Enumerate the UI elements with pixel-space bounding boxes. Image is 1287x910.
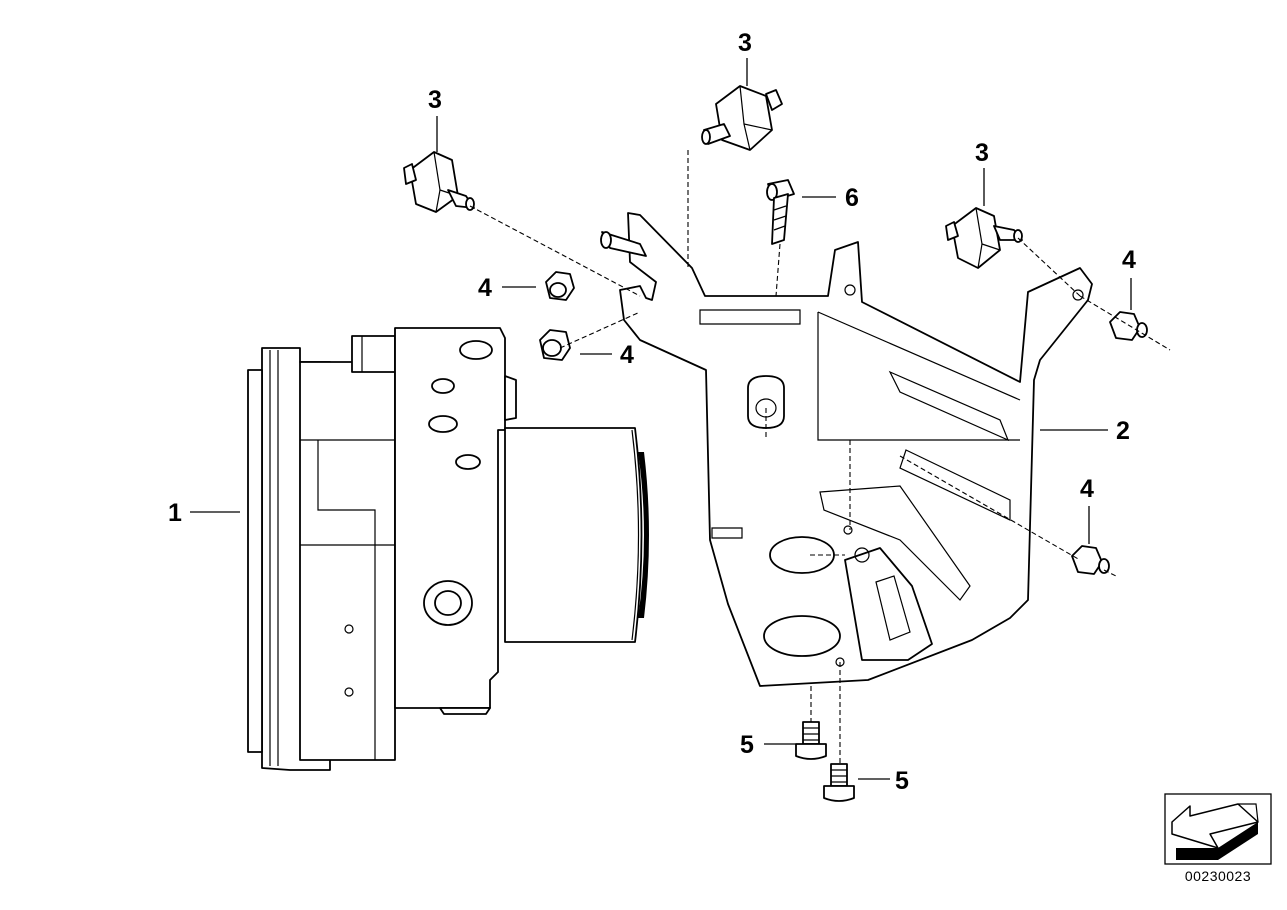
bolt <box>766 179 795 245</box>
rubber-mount-top <box>701 85 783 151</box>
rubber-mount-left <box>403 151 475 213</box>
callout-labels: 1 2 3 3 3 4 4 4 4 5 5 6 <box>168 29 1136 795</box>
screw-right <box>823 763 855 802</box>
diagram-number: 00230023 <box>1184 868 1252 884</box>
callout-3-right: 3 <box>975 139 989 167</box>
rubber-mount-right <box>945 207 1023 269</box>
nut-right-upper <box>1109 311 1148 341</box>
callout-1: 1 <box>168 499 182 527</box>
leader-lines <box>190 58 1132 780</box>
nut-right-lower <box>1071 545 1110 575</box>
callout-2: 2 <box>1116 417 1130 445</box>
callout-3-left: 3 <box>428 86 442 114</box>
callout-5-left: 5 <box>740 731 754 759</box>
callout-5-right: 5 <box>895 767 909 795</box>
nut-lower-left <box>539 329 571 361</box>
screw-left <box>795 721 827 760</box>
callout-4-right-upper: 4 <box>1122 246 1136 274</box>
callout-4-lower-left: 4 <box>620 341 634 369</box>
orientation-arrow-icon <box>1164 793 1272 865</box>
nut-upper-left <box>545 271 575 301</box>
assembly-lines <box>469 150 1171 764</box>
callout-4-right-lower: 4 <box>1080 475 1094 503</box>
callout-3-top: 3 <box>738 29 752 57</box>
callout-4-upper-left: 4 <box>478 274 492 302</box>
mounting-bracket <box>600 212 1093 687</box>
callout-6: 6 <box>845 184 859 212</box>
abs-hydraulic-unit <box>247 327 649 771</box>
